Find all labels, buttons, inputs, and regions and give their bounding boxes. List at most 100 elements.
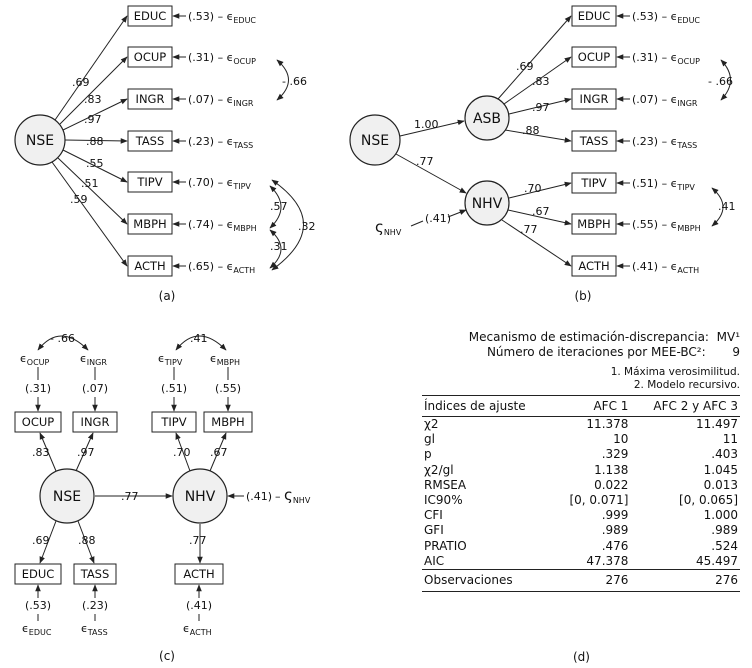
fit-index-value: 1.000 — [703, 508, 738, 523]
path-b-nse-nhv: .77 — [416, 155, 434, 168]
footnotes: 1. Máxima verosimilitud. 2. Modelo recur… — [610, 366, 740, 391]
observations-label: Observaciones — [422, 569, 553, 593]
error-a-ocup: (.31) – ϵOCUP — [188, 51, 256, 66]
errvar-c-ocup: (.31) — [25, 382, 51, 395]
loading-c-tass: .88 — [78, 534, 96, 547]
indicator-b-tipv: TIPV — [580, 176, 606, 190]
indicator-a-ocup: OCUP — [134, 50, 166, 64]
indicator-c-ocup: OCUP — [22, 415, 54, 429]
fit-index-name: p — [424, 447, 432, 462]
fit-index-value: .524 — [711, 538, 738, 553]
observations-value: 276 — [630, 569, 740, 593]
table-row: p.329.403 — [422, 447, 740, 462]
error-c-tipv: ϵTIPV — [158, 352, 183, 367]
latent-nse-c: NSE — [39, 468, 95, 524]
table-row: CFI .999 1.000 — [422, 508, 740, 523]
indicator-c-mbph: MBPH — [211, 415, 244, 429]
loading-b-tass: .88 — [522, 124, 540, 137]
latent-nhv-b: NHV — [464, 180, 510, 226]
fit-index-name: CFI — [424, 508, 443, 523]
fit-index-value: .999 — [601, 508, 629, 523]
loading-c-educ: .69 — [32, 534, 50, 547]
error-b-educ: (.53) – ϵEDUC — [632, 10, 700, 25]
indicator-c-ingr: INGR — [81, 415, 110, 429]
error-c-mbph: ϵMBPH — [210, 352, 240, 367]
path-c-nse-nhv: .77 — [121, 490, 139, 503]
loading-b-acth: .77 — [520, 223, 538, 236]
table-row: IC90%[0, 0.071][0, 0.065] — [422, 493, 740, 508]
indicator-a-tipv: TIPV — [136, 175, 162, 189]
loading-a-mbph: .51 — [81, 177, 99, 190]
fit-index-value: 11.497 — [696, 417, 738, 431]
error-c-acth: ϵACTH — [183, 622, 212, 637]
estimation-meta: Mecanismo de estimación-discrepancia: MV… — [468, 330, 740, 359]
svg-text:NHV: NHV — [472, 196, 503, 212]
indicator-b-educ: EDUC — [578, 9, 611, 23]
panel-label-d: (d) — [573, 650, 590, 664]
fit-index-value: 10 — [613, 432, 629, 447]
errvar-c-acth: (.41) — [186, 599, 212, 612]
errvar-c-tass: (.23) — [82, 599, 108, 612]
fit-index-name: GFI — [424, 523, 444, 538]
panel-label-b: (b) — [575, 289, 592, 303]
cov-a-ocup-ingr: - .66 — [282, 75, 307, 88]
fit-index-name: IC90% — [424, 493, 463, 508]
fit-index-name: AIC — [424, 553, 445, 568]
panel-a: NSE .69 .83 .97 .88 .55 .51 .59 EDUC OCU… — [14, 5, 316, 303]
indicator-b-ingr: INGR — [580, 92, 609, 106]
fit-index-value: 1.045 — [703, 462, 738, 477]
fit-index-value: 11.378 — [586, 417, 629, 431]
observations-value: 276 — [552, 569, 631, 593]
fit-index-value: 11 — [722, 432, 738, 447]
error-b-ingr: (.07) – ϵINGR — [632, 93, 698, 108]
error-b-acth: (.41) – ϵACTH — [632, 260, 699, 275]
indicator-a-educ: EDUC — [134, 9, 167, 23]
svg-text:ASB: ASB — [473, 111, 501, 127]
error-a-educ: (.53) – ϵEDUC — [188, 10, 256, 25]
panel-b: NSE ASB NHV 1.00 .77 .69 .83 .97 .88 .70… — [349, 5, 736, 303]
cov-a-tipv-acth: .32 — [298, 220, 316, 233]
cov-c-ocup-ingr: - .66 — [50, 332, 75, 345]
fit-index-name: χ2/gl — [424, 462, 454, 477]
loading-a-ocup: .83 — [84, 93, 102, 106]
fit-index-value: 45.497 — [696, 553, 738, 568]
latent-asb: ASB — [464, 95, 510, 141]
fit-index-value: .989 — [711, 523, 738, 538]
error-c-ocup: ϵOCUP — [20, 352, 50, 367]
latent-nhv-c: NHV — [172, 468, 228, 524]
loading-c-acth: .77 — [189, 534, 207, 547]
col-header-index: Índices de ajuste — [422, 395, 553, 417]
zeta-b: ςNHV — [375, 218, 402, 237]
cov-c-tipv-mbph: .41 — [190, 332, 208, 345]
error-a-ingr: (.07) – ϵINGR — [188, 93, 254, 108]
fit-index-value: [0, 0.071] — [569, 493, 629, 508]
fit-index-value: .403 — [711, 447, 738, 462]
fit-index-value: .476 — [601, 538, 629, 553]
indicator-c-acth: ACTH — [183, 567, 214, 581]
error-b-tipv: (.51) – ϵTIPV — [632, 177, 695, 192]
fit-index-value: 47.378 — [586, 553, 629, 568]
error-a-tass: (.23) – ϵTASS — [188, 135, 253, 150]
indicator-c-tass: TASS — [80, 567, 110, 581]
errvar-c-mbph: (.55) — [215, 382, 241, 395]
loading-c-tipv: .70 — [173, 446, 191, 459]
zeta-var-b: (.41) — [425, 212, 451, 225]
table-row: AIC 47.378 45.497 — [422, 554, 740, 570]
loading-a-educ: .69 — [72, 76, 90, 89]
fit-index-value: 0.013 — [703, 477, 738, 492]
latent-nse-a: NSE — [14, 114, 66, 166]
errvar-c-ingr: (.07) — [82, 382, 108, 395]
loading-b-mbph: .67 — [532, 205, 550, 218]
indicator-b-tass: TASS — [579, 134, 609, 148]
table-row: GFI .989 .989 — [422, 523, 740, 538]
svg-text:NHV: NHV — [185, 489, 216, 505]
zeta-var-c: (.41) — [246, 490, 272, 503]
svg-text:NSE: NSE — [53, 489, 81, 505]
error-b-ocup: (.31) – ϵOCUP — [632, 51, 700, 66]
fit-index-value: .989 — [601, 523, 629, 538]
path-b-nse-asb: 1.00 — [414, 118, 439, 131]
loading-a-tipv: .55 — [86, 157, 104, 170]
loading-c-ocup: .83 — [32, 446, 50, 459]
